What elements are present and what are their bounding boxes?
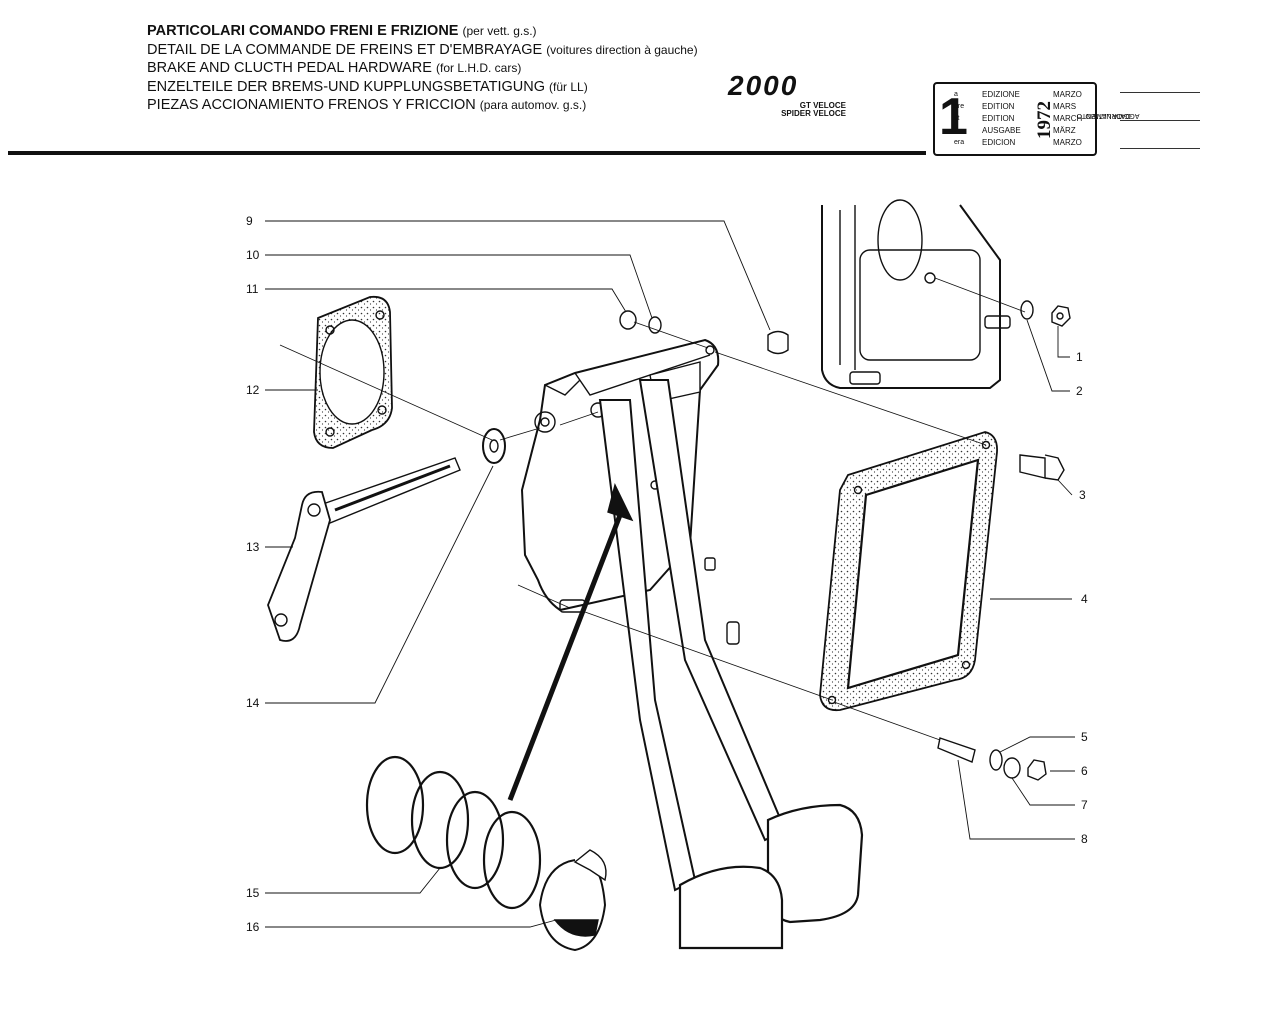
title-line-de: ENZELTEILE DER BREMS-UND KUPPLUNGSBETATI… [147,78,698,97]
title-fr-note: (voitures direction à gauche) [546,42,698,57]
bolt-3 [1019,454,1046,479]
nut-1 [1051,305,1071,327]
title-line-fr: DETAIL DE LA COMMANDE DE FREINS ET D'EMB… [147,41,698,60]
edition-label-it: EDIZIONE [982,90,1020,99]
edition-label-en: EDITION [982,114,1015,123]
bulkhead-stud-upper [984,315,1011,329]
leader-lines [265,220,1075,928]
title-line-en: BRAKE AND CLUCTH PEDAL HARDWARE (for L.H… [147,59,698,78]
title-it-note: (per vett. g.s.) [462,24,537,38]
title-it: PARTICOLARI COMANDO FRENI E FRIZIONE [147,23,459,39]
callout-5: 5 [1081,730,1088,744]
callout-7: 7 [1081,798,1088,812]
suffix-es: era [954,139,965,146]
edition-number: 1 [939,88,968,146]
model-logo: 2000 GT VELOCE SPIDER VELOCE [722,70,850,120]
edition-label-es: EDICION [982,138,1016,147]
callout-1: 1 [1076,350,1083,364]
header-rule [8,151,926,155]
gasket-4 [819,431,998,712]
brake-pedal-pad [678,865,784,950]
callout-10: 10 [246,248,260,262]
title-en: BRAKE AND CLUCTH PEDAL HARDWARE [147,60,432,76]
header-titles: PARTICOLARI COMANDO FRENI E FRIZIONE (pe… [147,22,698,115]
washer-10 [648,316,662,334]
edition-label-de: AUSGABE [982,126,1021,135]
title-de: ENZELTEILE DER BREMS-UND KUPPLUNGSBETATI… [147,78,546,95]
nut-7 [1003,757,1021,779]
stud-8 [937,737,976,763]
month-it: MARZO [1053,90,1082,99]
month-de: MÄRZ [1053,126,1076,135]
callout-14: 14 [246,696,260,710]
logo-sub-spider: SPIDER VELOCE [781,109,846,118]
callout-12: 12 [246,383,260,397]
title-es-note: (para automov. g.s.) [479,98,587,112]
logo-text: 2000 [728,70,799,101]
callout-3: 3 [1079,488,1086,502]
callout-2: 2 [1076,384,1083,398]
spring-15 [365,755,542,910]
bulkhead-part [821,199,1026,389]
logo-sub-gt: GT VELOCE [799,101,846,110]
edition-label-fr: EDITION [982,102,1015,111]
edition-box: 1 a ere st . era EDIZIONE EDITION EDITIO… [933,82,1097,156]
callout-9: 9 [246,214,253,228]
callout-11: 11 [246,282,259,296]
title-es: PIEZAS ACCIONAMIENTO FRENOS Y FRICCION [147,97,476,113]
gasket-12 [313,295,393,449]
suffix-it: a [954,91,958,98]
washer-2 [1020,300,1034,320]
title-en-note: (for L.H.D. cars) [435,61,522,75]
retainer-16 [538,849,607,952]
update-line-2 [1120,120,1200,121]
title-fr: DETAIL DE LA COMMANDE DE FREINS ET D'EMB… [147,41,543,58]
callout-6: 6 [1081,764,1088,778]
callout-16: 16 [246,920,260,934]
washer-5 [989,749,1003,771]
callout-15: 15 [246,886,260,900]
callout-13: 13 [246,540,260,554]
edition-suffixes: a ere st . era [954,89,964,149]
month-fr: MARS [1053,102,1077,111]
bulkhead-stud-lower [849,371,881,385]
assembly-arrow [507,509,625,801]
suffix-de: . [954,127,956,134]
title-de-note: (für LL) [549,79,588,94]
month-es: MARZO [1053,138,1082,147]
edition-months: MARZO MARS MARCH MÄRZ MARZO [1053,89,1082,149]
nut-6 [1027,759,1047,781]
suffix-fr: ere [954,103,965,110]
callout-8: 8 [1081,832,1088,846]
washer-14 [482,428,506,464]
callout-4: 4 [1081,592,1088,606]
shaft-lever-13 [267,457,461,642]
nut-11 [619,310,637,330]
edition-labels: EDIZIONE EDITION EDITION AUSGABE EDICION [982,89,1021,149]
title-line-it: PARTICOLARI COMANDO FRENI E FRIZIONE (pe… [147,22,698,41]
title-line-es: PIEZAS ACCIONAMIENTO FRENOS Y FRICCION (… [147,96,698,115]
suffix-en: st [954,115,960,122]
month-en: MARCH [1053,114,1083,123]
update-line-3 [1120,148,1200,149]
cap-9 [767,330,789,355]
update-line-1 [1120,92,1200,93]
